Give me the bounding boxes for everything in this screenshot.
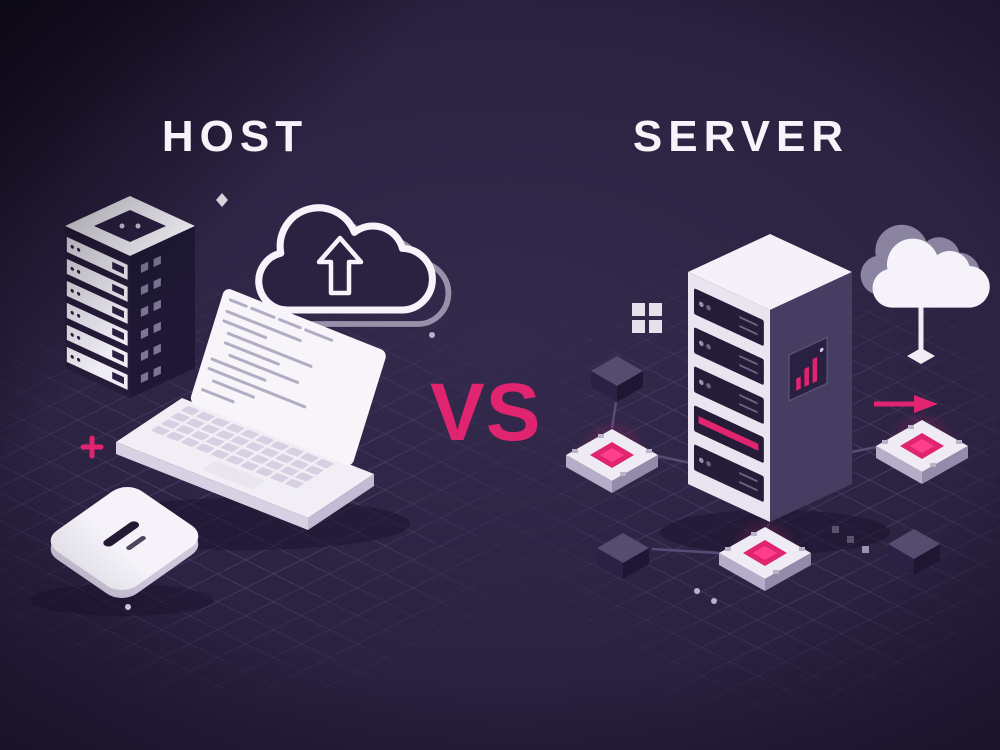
plus-decoration [80, 435, 104, 459]
server-rack-icon [65, 196, 195, 399]
chip-node-icon [566, 419, 658, 493]
cube-icon [591, 356, 643, 402]
chip-node-icon [876, 410, 968, 484]
cube-icon [888, 529, 940, 575]
arrow-right-icon [874, 395, 938, 413]
dot-decoration [125, 604, 131, 610]
tablet-icon [50, 487, 199, 598]
cloud-network-icon [860, 224, 990, 413]
host-title: HOST [161, 112, 309, 161]
cloud-upload-icon [255, 204, 452, 327]
cube-icon [597, 533, 649, 579]
server-tower-icon [660, 234, 890, 554]
diamond-sparkle-icon [216, 193, 228, 207]
server-title: SERVER [632, 112, 850, 161]
dot-decoration [429, 332, 435, 338]
grid-squares-icon [632, 303, 662, 333]
vs-label: VS [430, 367, 542, 458]
